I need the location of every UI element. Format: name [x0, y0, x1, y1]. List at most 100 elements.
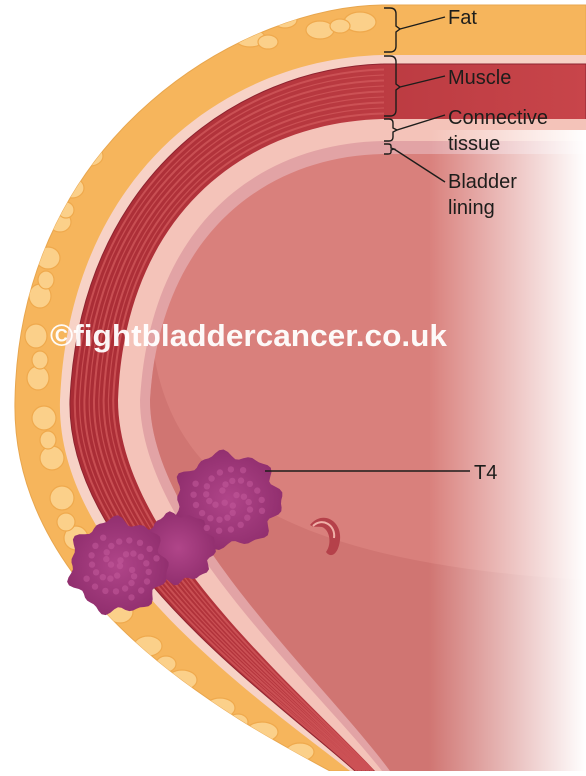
tumour-cell: [228, 526, 234, 532]
tumour-cell: [190, 492, 196, 498]
tumour-cell: [89, 561, 95, 567]
label-connective-2: tissue: [448, 133, 500, 155]
tumour-cell: [224, 515, 230, 521]
tumour-cell: [217, 469, 223, 475]
tumour-cell: [144, 578, 150, 584]
tumour-cell: [247, 481, 253, 487]
tumour-cell: [240, 467, 246, 473]
tumour-cell: [207, 515, 213, 521]
tumour-cell: [129, 567, 135, 573]
fat-globule: [117, 88, 143, 108]
label-muscle: Muscle: [448, 67, 511, 89]
tumour-cell: [107, 575, 113, 581]
tumour-cell: [117, 563, 123, 569]
label-tumor: T4: [474, 462, 497, 484]
tumour-cell: [103, 556, 109, 562]
tumour-cell: [204, 525, 210, 531]
lumen-fade: [300, 130, 586, 771]
tumour-cell: [254, 487, 260, 493]
tumour-cell: [212, 502, 218, 508]
tumour-cell: [114, 572, 120, 578]
watermark: ©fightbladdercancer.co.uk: [50, 318, 448, 353]
fat-globule: [171, 48, 199, 68]
tumour-cell: [113, 588, 119, 594]
tumour-cell: [228, 466, 234, 472]
tumour-cell: [100, 535, 106, 541]
fat-globule: [228, 714, 248, 730]
fat-globule: [258, 35, 278, 49]
tumour-cell: [104, 549, 110, 555]
tumour-cell: [100, 574, 106, 580]
fat-globule: [40, 446, 64, 470]
fat-globule: [306, 21, 334, 39]
fat-globule: [131, 77, 149, 91]
tumour-cell: [128, 594, 134, 600]
tumour-cell: [203, 491, 209, 497]
fat-globule: [77, 146, 103, 166]
tumour-cell: [137, 540, 143, 546]
tumour-cell: [117, 557, 123, 563]
tumour-cell: [92, 543, 98, 549]
tumour-cell: [193, 502, 199, 508]
tumour-cell: [146, 546, 152, 552]
tumour-cell: [259, 497, 265, 503]
tumour-cell: [123, 551, 129, 557]
fat-globule: [91, 131, 109, 145]
fat-globule: [27, 366, 49, 390]
tumour-cell: [206, 498, 212, 504]
fat-globule: [246, 722, 278, 742]
tumour-cell: [222, 500, 228, 506]
tumour-cell: [138, 554, 144, 560]
fat-globule: [202, 26, 228, 44]
label-lining-2: lining: [448, 197, 495, 219]
tumour-cell: [143, 560, 149, 566]
tumour-cell: [131, 573, 137, 579]
fat-globule: [36, 247, 60, 269]
tumour-cell: [222, 481, 228, 487]
fat-globule: [205, 698, 235, 718]
fat-globule: [38, 271, 54, 289]
fat-globule: [25, 324, 47, 348]
tumour-cell: [216, 517, 222, 523]
fat-globule: [330, 19, 350, 33]
tumour-cell: [102, 588, 108, 594]
fat-globule: [167, 670, 197, 690]
fat-globule: [32, 351, 48, 369]
tumour-cell: [92, 583, 98, 589]
tumour-cell: [233, 492, 239, 498]
tumour-cell: [130, 550, 136, 556]
tumour-cell: [138, 587, 144, 593]
fat-globule: [32, 406, 56, 430]
tumour-cell: [230, 510, 236, 516]
fat-globule: [40, 431, 56, 449]
fat-globule: [50, 486, 74, 510]
tumour-cell: [146, 569, 152, 575]
tumour-cell: [229, 478, 235, 484]
fat-globule: [57, 513, 75, 531]
tumour-cell: [238, 477, 244, 483]
tumour-cell: [126, 537, 132, 543]
tumour-cell: [108, 561, 114, 567]
tumour-cell: [230, 502, 236, 508]
tumour-cell: [122, 585, 128, 591]
tumour-cell: [208, 475, 214, 481]
fat-globule: [191, 45, 209, 59]
label-lining-1: Bladder: [448, 171, 517, 193]
label-connective-1: Connective: [448, 107, 548, 129]
tumour-cell: [247, 506, 253, 512]
tumour-cell: [246, 499, 252, 505]
tumour-cell: [238, 522, 244, 528]
tumour-cell: [116, 538, 122, 544]
tumour-cell: [259, 508, 265, 514]
tumour-cell: [199, 510, 205, 516]
tumour-cell: [93, 569, 99, 575]
tumour-cell: [241, 494, 247, 500]
tumour-cell: [219, 487, 225, 493]
tumour-cell: [204, 483, 210, 489]
tumour-cell: [153, 555, 159, 561]
tumour-cell: [128, 580, 134, 586]
fat-globule: [143, 65, 167, 83]
tumour-cell: [216, 528, 222, 534]
tumour-cell: [244, 515, 250, 521]
